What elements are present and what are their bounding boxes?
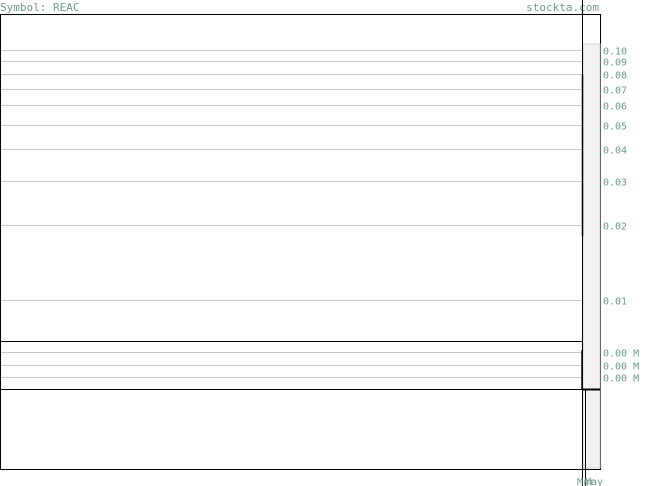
price-tick-label: 0.07 <box>603 86 627 97</box>
price-tick-label: 0.06 <box>603 102 627 113</box>
volume-grid <box>1 352 600 378</box>
price-grid <box>1 50 600 301</box>
x-tick-label: Mar <box>577 477 595 486</box>
price-tick-label: 0.02 <box>603 222 627 233</box>
price-panel: 0.100.09 0.08 0.07 0.06 0.05 0.04 0.03 0.02 0.01 <box>0 14 627 342</box>
price-panel-frame <box>0 14 601 342</box>
symbol-label: Symbol: REAC <box>0 1 79 14</box>
volume-tick-label: 0.00 M <box>603 374 639 385</box>
price-tick-label: 0.08 <box>603 71 627 82</box>
volume-axis: 0.00 M0.00 M0.00 M <box>603 349 639 385</box>
volume-panel: 0.00 M0.00 M0.00 M <box>0 341 639 390</box>
price-axis: 0.100.09 0.08 0.07 0.06 0.05 0.04 0.03 0.02 0.01 <box>603 47 627 308</box>
price-tick-label: 0.05 <box>603 122 627 133</box>
price-tick-label: 0.01 <box>603 297 627 308</box>
price-tick-label: 0.03 <box>603 178 627 189</box>
volume-tick-label: 0.00 M <box>603 362 639 373</box>
indicator-panel <box>0 389 601 470</box>
price-tick-label: 0.09 <box>603 58 627 69</box>
site-label: stockta.com <box>526 1 599 14</box>
x-tick-label: May <box>585 477 603 486</box>
volume-tick-label: 0.00 M <box>603 349 639 360</box>
price-tick-label: 0.04 <box>603 146 627 157</box>
price-tick-label: 0.10 <box>603 47 627 58</box>
indicator-panel-frame <box>0 389 601 470</box>
